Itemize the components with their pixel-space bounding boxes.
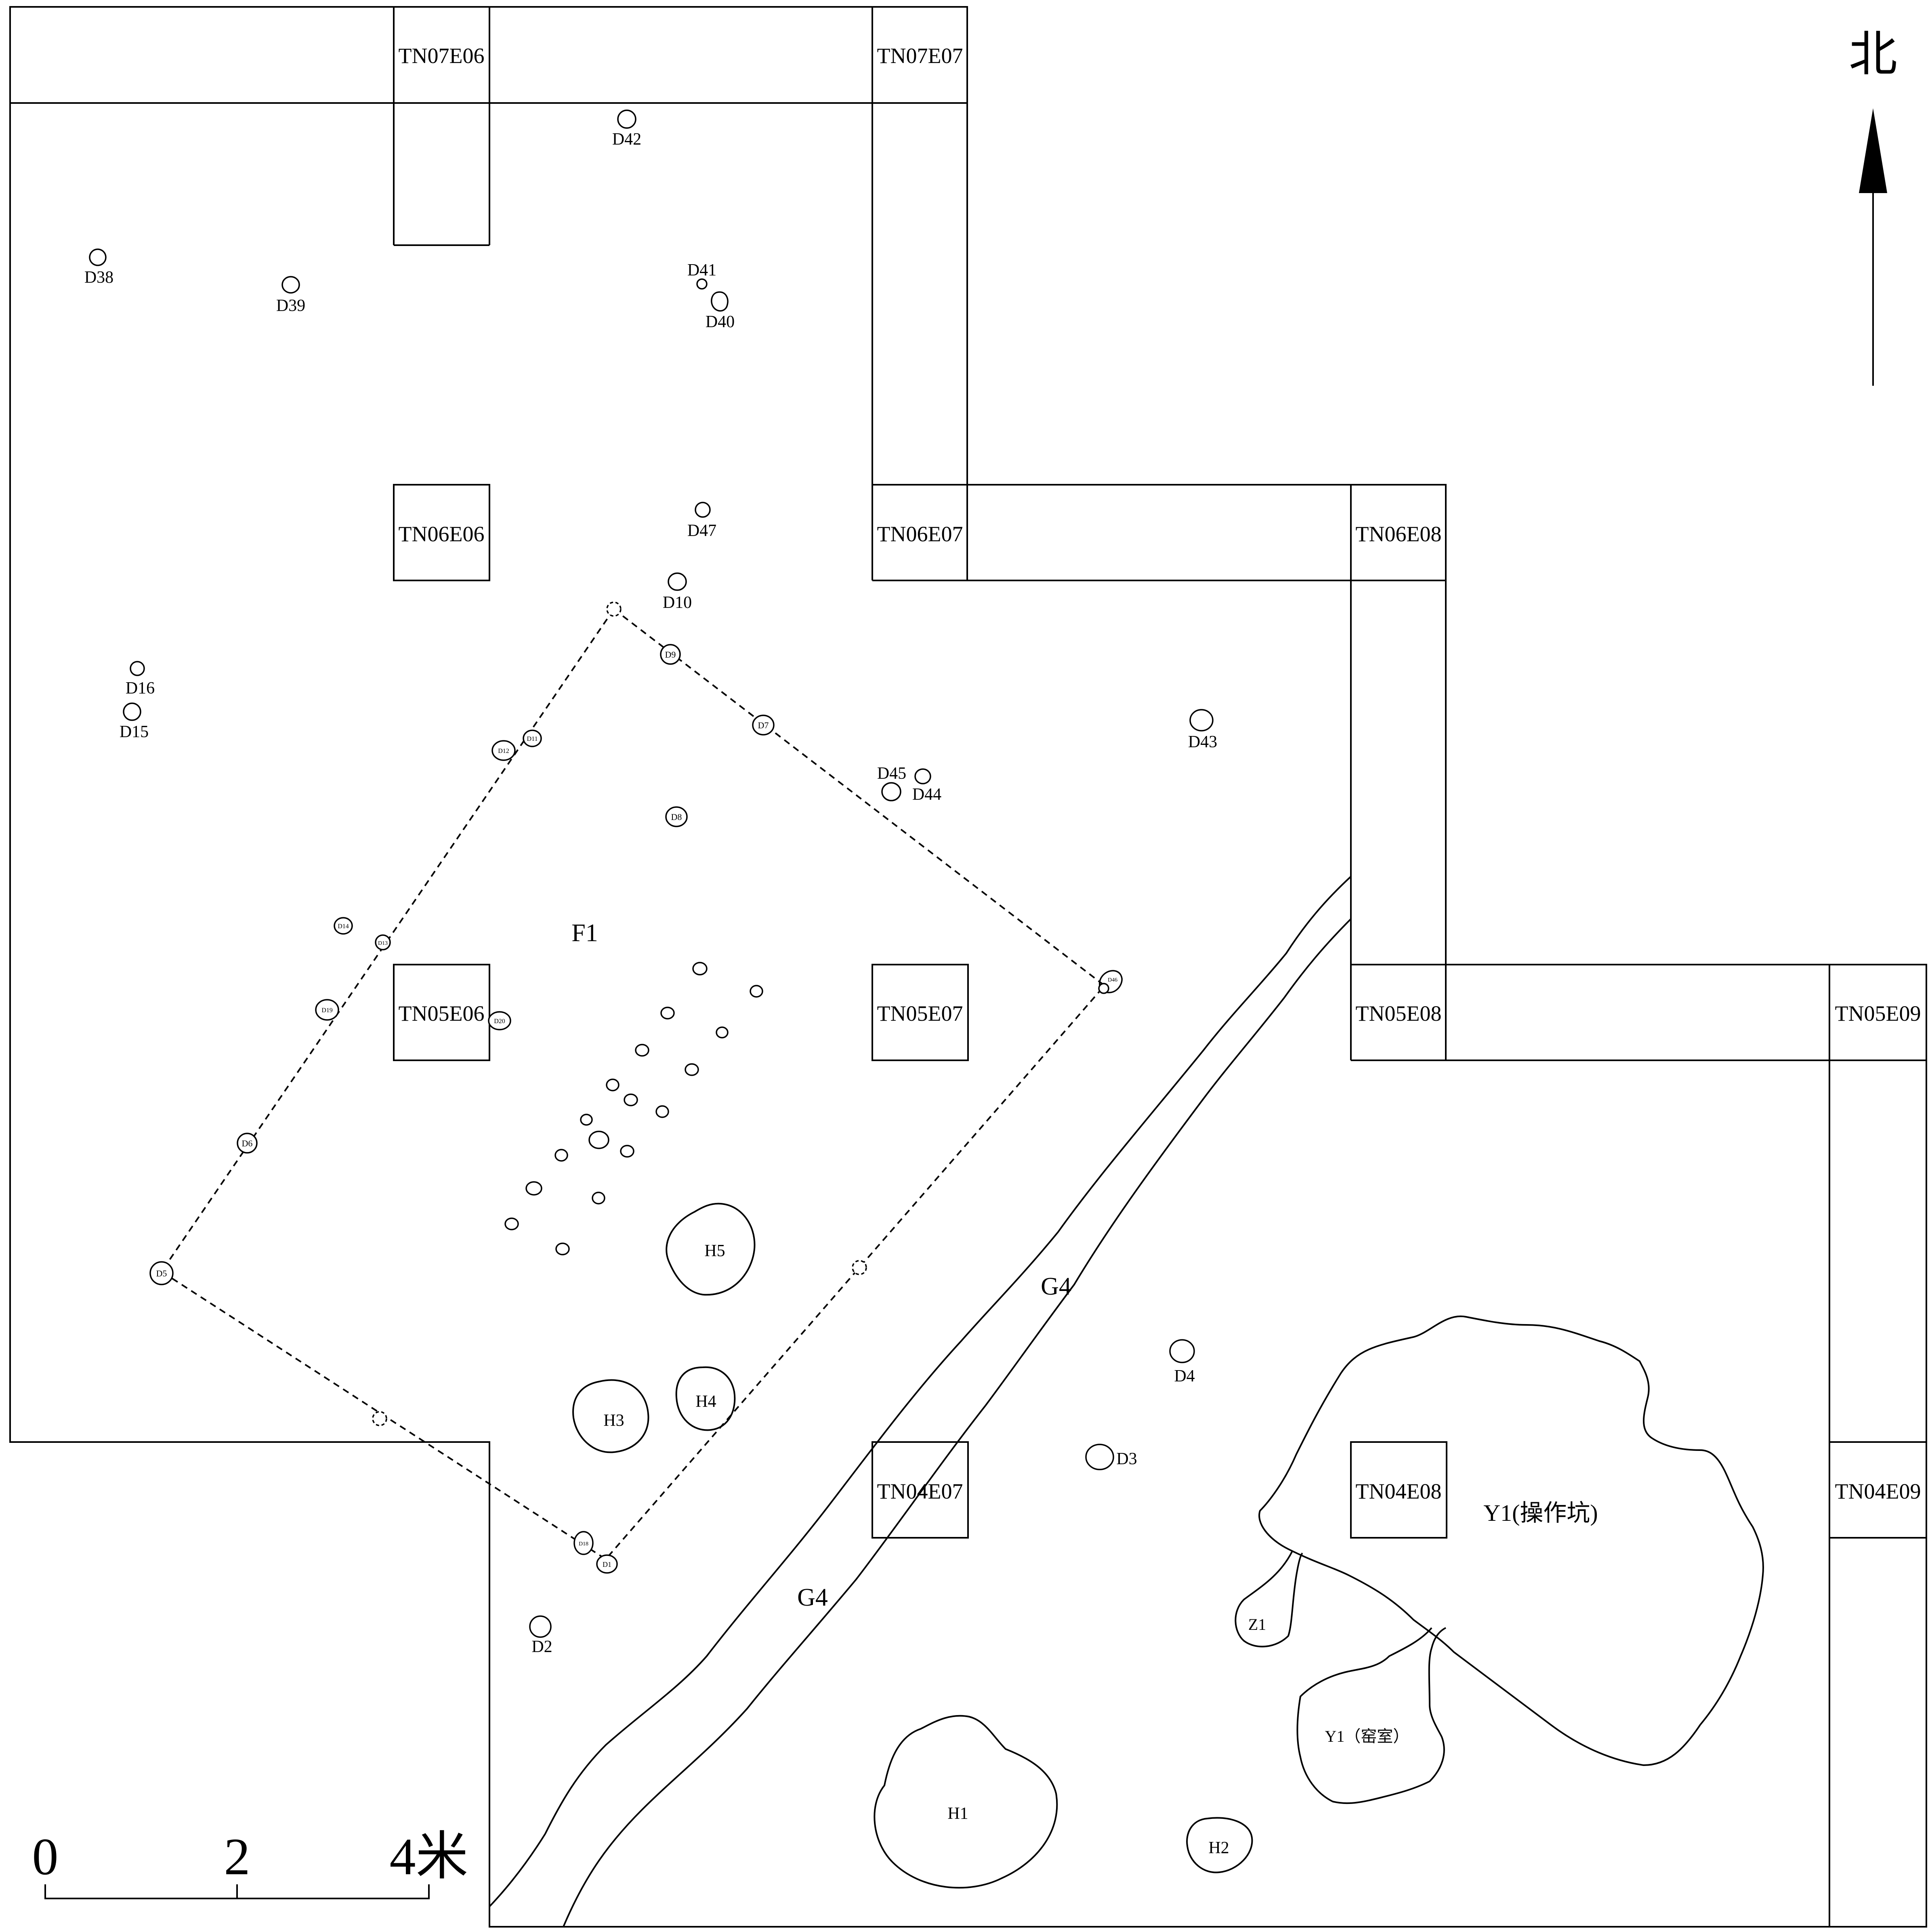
feature-label-g4: G4 bbox=[797, 1584, 828, 1611]
posthole-label: D14 bbox=[338, 923, 349, 930]
square-label: TN04E08 bbox=[1356, 1479, 1442, 1503]
posthole-label: D20 bbox=[494, 1018, 505, 1025]
kiln-y1: Y1(操作坑) Z1 Y1（窑室） bbox=[1235, 1315, 1764, 1804]
posthole-label: D12 bbox=[498, 748, 509, 755]
posthole-label: D15 bbox=[120, 723, 149, 741]
posthole-label: D6 bbox=[242, 1138, 253, 1148]
posthole-label: D16 bbox=[126, 679, 155, 698]
pit-label-h3: H3 bbox=[603, 1411, 624, 1430]
pits: H5 H3 H4 H1 H2 bbox=[572, 1203, 1253, 1889]
scale-tick-label: 0 bbox=[32, 1828, 59, 1886]
posthole-label: D40 bbox=[706, 313, 735, 331]
scale-tick-label: 2 bbox=[224, 1828, 250, 1886]
posthole-label: D46 bbox=[1108, 977, 1117, 983]
posthole-label: D41 bbox=[687, 261, 716, 280]
datum-squares bbox=[393, 484, 1927, 1539]
pit-label-h4: H4 bbox=[695, 1392, 716, 1411]
posthole-label: D10 bbox=[663, 593, 692, 612]
square-label: TN05E08 bbox=[1356, 1001, 1442, 1026]
posthole-label: D11 bbox=[527, 736, 538, 742]
square-label: TN07E06 bbox=[399, 44, 485, 68]
square-label: TN05E06 bbox=[399, 1001, 485, 1026]
posthole-label: D18 bbox=[579, 1541, 588, 1547]
excavation-boundary bbox=[9, 6, 1927, 1928]
kiln-label-pit: Y1(操作坑) bbox=[1483, 1500, 1598, 1526]
square-label: TN06E06 bbox=[399, 522, 485, 546]
ditch-g4: G4 G4 bbox=[489, 876, 1352, 1927]
scale-bar: 0 2 4米 bbox=[32, 1828, 468, 1899]
posthole-label: D2 bbox=[531, 1638, 552, 1656]
posthole-label: D39 bbox=[276, 296, 305, 315]
square-label: TN04E09 bbox=[1835, 1479, 1921, 1503]
posthole-label: D43 bbox=[1188, 733, 1217, 751]
posthole-label: D7 bbox=[758, 720, 769, 730]
feature-label-g4: G4 bbox=[1041, 1273, 1071, 1300]
posthole-label: D3 bbox=[1116, 1450, 1137, 1468]
posthole-label: D5 bbox=[156, 1268, 167, 1278]
posthole-label: D4 bbox=[1174, 1367, 1195, 1385]
posthole-label: D38 bbox=[84, 268, 113, 287]
square-label: TN05E07 bbox=[877, 1001, 963, 1026]
house-f1: F1 bbox=[160, 601, 1106, 1560]
square-label: TN06E08 bbox=[1356, 522, 1442, 546]
pit-label-h5: H5 bbox=[704, 1242, 725, 1260]
north-arrow-icon bbox=[1859, 108, 1887, 193]
posthole-label: D45 bbox=[877, 764, 906, 783]
posthole-label: D9 bbox=[665, 650, 676, 660]
square-label: TN06E07 bbox=[877, 522, 963, 546]
square-label: TN05E09 bbox=[1835, 1001, 1921, 1026]
scale-tick-label: 4米 bbox=[389, 1828, 468, 1886]
posthole-label: D8 bbox=[671, 812, 682, 822]
posthole-label: D1 bbox=[603, 1560, 611, 1568]
north-arrow: 北 bbox=[1849, 27, 1897, 386]
kiln-label-chamber: Y1（窑室） bbox=[1325, 1727, 1409, 1745]
posthole-label: D44 bbox=[912, 785, 941, 804]
pit-label-h1: H1 bbox=[947, 1804, 968, 1823]
feature-label-f1: F1 bbox=[571, 919, 598, 947]
square-label: TN07E07 bbox=[877, 44, 963, 68]
posthole-label: D47 bbox=[687, 521, 716, 540]
north-label: 北 bbox=[1849, 27, 1897, 81]
posthole-label: D13 bbox=[378, 940, 388, 946]
postholes: D1 D2 D3 D4 D5 D6 D7 D8 D9 D10 D11 D12 bbox=[84, 109, 1217, 1656]
kiln-label-stove: Z1 bbox=[1248, 1615, 1266, 1633]
f1-interior-postholes bbox=[504, 962, 763, 1255]
square-label: TN04E07 bbox=[877, 1479, 963, 1503]
posthole-label: D42 bbox=[612, 130, 641, 149]
posthole-label: D19 bbox=[321, 1007, 333, 1014]
pit-label-h2: H2 bbox=[1208, 1839, 1229, 1857]
